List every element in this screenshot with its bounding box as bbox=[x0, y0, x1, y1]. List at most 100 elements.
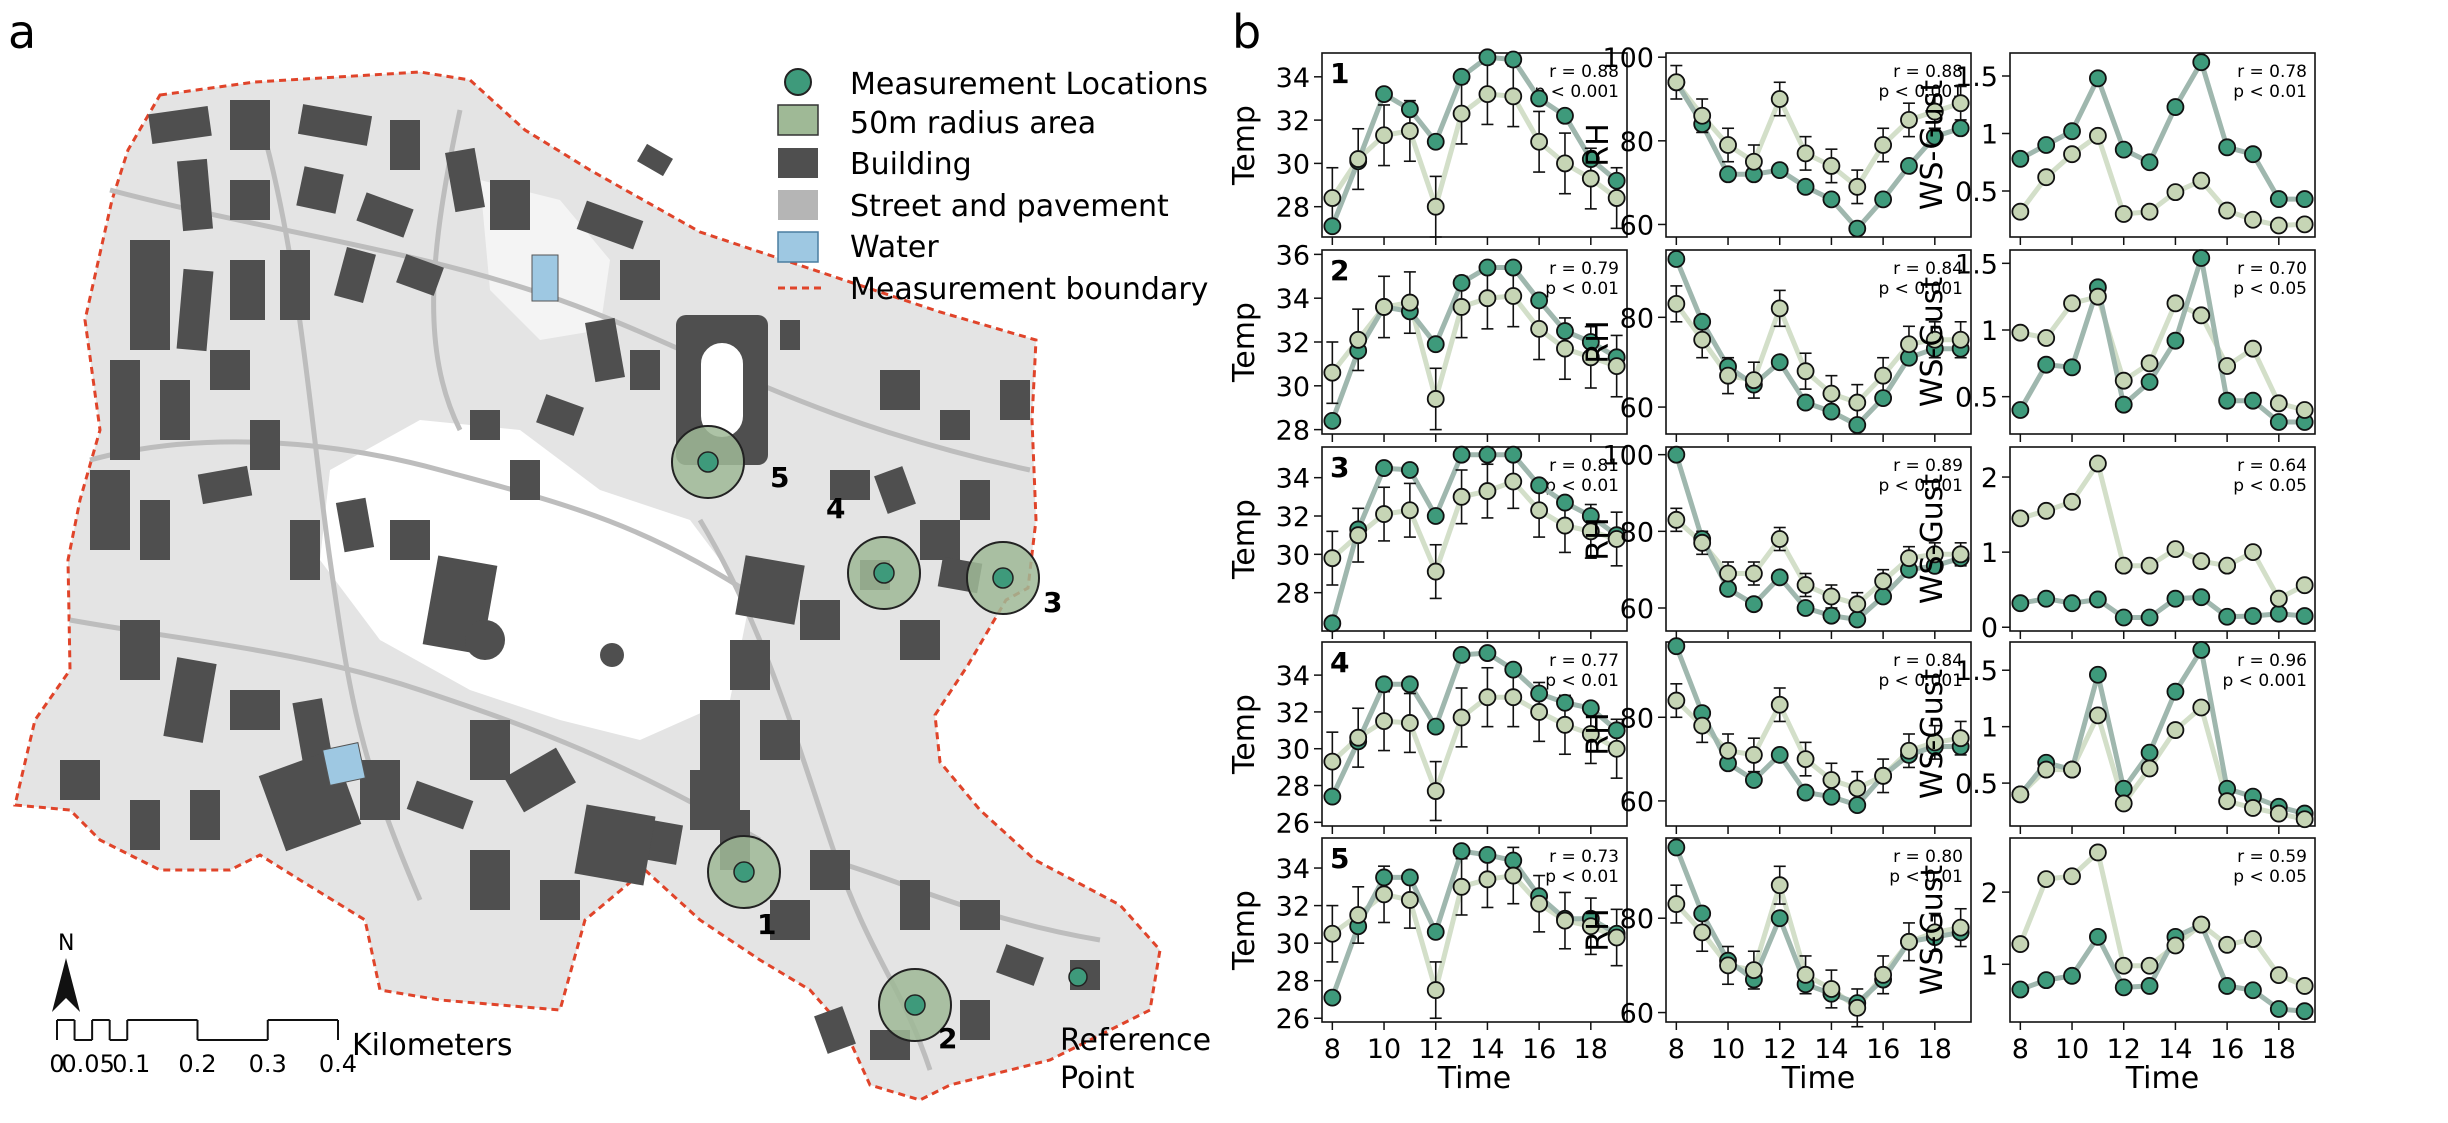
reference-point bbox=[1556, 693, 1574, 712]
measurement-point-4[interactable] bbox=[873, 562, 895, 584]
correlation-p: p < 0.001 bbox=[1534, 82, 1619, 102]
reference-point bbox=[2295, 1002, 2314, 1021]
building-footprint bbox=[406, 780, 474, 830]
location-point bbox=[2244, 543, 2262, 562]
location-point bbox=[1667, 691, 1686, 710]
building-footprint bbox=[960, 480, 990, 520]
reference-point-marker[interactable] bbox=[1068, 967, 1088, 987]
location-point bbox=[1375, 126, 1393, 145]
location-point bbox=[2295, 810, 2314, 829]
subplot-location-number: 2 bbox=[1330, 254, 1349, 287]
reference-point bbox=[1504, 660, 1523, 679]
location-point bbox=[1375, 505, 1393, 523]
building-footprint bbox=[996, 944, 1044, 986]
building-footprint bbox=[490, 180, 530, 230]
reference-point bbox=[1770, 568, 1789, 587]
legend-label-locations: Measurement Locations bbox=[850, 67, 1208, 102]
location-point bbox=[1744, 746, 1763, 764]
y-tick-label: 36 bbox=[1276, 240, 1310, 271]
y-tick-label: 32 bbox=[1276, 328, 1310, 359]
location-point bbox=[1349, 728, 1368, 747]
reference-point bbox=[1770, 746, 1789, 764]
reference-point bbox=[1581, 699, 1600, 718]
building-footprint bbox=[445, 147, 485, 213]
reference-point bbox=[2166, 589, 2185, 608]
location-point bbox=[1951, 729, 1970, 748]
measurement-point-3[interactable] bbox=[992, 567, 1014, 589]
reference-point bbox=[2192, 53, 2211, 72]
location-point bbox=[2088, 126, 2107, 145]
location-point bbox=[1925, 545, 1944, 564]
y-axis-label: WS-Gust bbox=[1915, 80, 1950, 211]
reference-point bbox=[1822, 402, 1841, 421]
reference-point bbox=[1667, 637, 1686, 656]
building-footprint bbox=[780, 320, 800, 350]
x-axis-label: Time bbox=[2125, 1061, 2199, 1096]
building-footprint bbox=[60, 760, 100, 800]
location-point bbox=[2269, 394, 2288, 413]
building-footprint bbox=[110, 360, 140, 460]
water-body bbox=[322, 742, 366, 786]
reference-point bbox=[1400, 100, 1419, 119]
correlation-r: r = 0.79 bbox=[1549, 259, 1619, 279]
location-point bbox=[1719, 136, 1737, 154]
location-point bbox=[1530, 894, 1549, 913]
building-footprint bbox=[210, 350, 250, 390]
location-point bbox=[2244, 210, 2262, 229]
correlation-r: r = 0.84 bbox=[1893, 651, 1963, 671]
central-open-space bbox=[320, 420, 750, 740]
building-footprint bbox=[290, 520, 320, 580]
location-point bbox=[1822, 771, 1841, 789]
location-point bbox=[1581, 169, 1600, 188]
reference-point bbox=[1770, 909, 1789, 928]
location-point bbox=[1796, 750, 1815, 768]
series-line-reference bbox=[2019, 594, 2305, 620]
street-path bbox=[829, 857, 1101, 943]
y-tick-label: 28 bbox=[1276, 579, 1310, 610]
location-point bbox=[1607, 357, 1626, 375]
building-footprint bbox=[177, 158, 213, 232]
subplot-frame bbox=[2009, 52, 2316, 238]
measurement-point-2[interactable] bbox=[904, 994, 926, 1016]
reference-point bbox=[2114, 978, 2133, 997]
water-body bbox=[531, 254, 559, 302]
correlation-p: p < 0.01 bbox=[1545, 279, 1619, 299]
subplot-location-number: 1 bbox=[1330, 57, 1349, 90]
reference-point bbox=[2088, 590, 2107, 609]
location-point bbox=[1530, 501, 1549, 520]
measurement-point-5[interactable] bbox=[697, 451, 719, 473]
location-point bbox=[1426, 981, 1445, 999]
location-point bbox=[1504, 287, 1523, 305]
location-point bbox=[2244, 339, 2262, 358]
location-point bbox=[2114, 205, 2133, 223]
reference-point bbox=[1900, 157, 1918, 175]
y-tick-label: 32 bbox=[1276, 892, 1310, 923]
location-point bbox=[1349, 526, 1368, 545]
scale-tick-label: 0.3 bbox=[249, 1050, 287, 1078]
y-axis-label: RH bbox=[1581, 123, 1616, 166]
panel-label-b: b bbox=[1232, 5, 1261, 59]
reference-point bbox=[1452, 67, 1471, 86]
building-footprint bbox=[396, 254, 444, 296]
location-point bbox=[1426, 390, 1445, 408]
location-point bbox=[1900, 335, 1918, 354]
building-footprint bbox=[90, 470, 130, 550]
series-line-location bbox=[1330, 293, 1618, 409]
location-point bbox=[1770, 876, 1789, 895]
location-point bbox=[1400, 122, 1419, 140]
location-point bbox=[2295, 401, 2314, 419]
reference-point bbox=[1478, 445, 1497, 464]
reference-point bbox=[2140, 608, 2159, 627]
x-tick-label: 8 bbox=[1324, 1034, 1341, 1065]
y-tick-label: 0.5 bbox=[1955, 769, 1998, 800]
measurement-point-1[interactable] bbox=[733, 861, 755, 883]
location-point bbox=[2037, 870, 2056, 889]
reference-point bbox=[1375, 459, 1393, 477]
location-point bbox=[2037, 501, 2056, 520]
location-point bbox=[2063, 760, 2081, 779]
location-point bbox=[1400, 714, 1419, 732]
location-point bbox=[1581, 917, 1600, 936]
